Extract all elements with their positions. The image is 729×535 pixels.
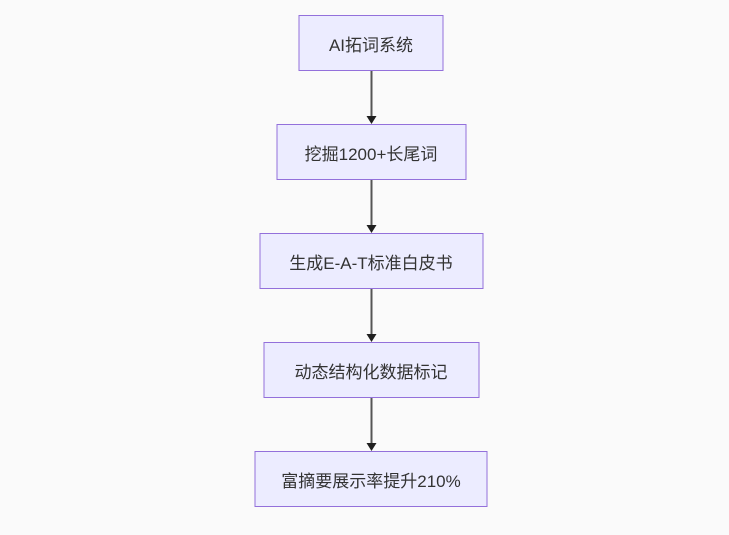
arrow-line [370, 398, 372, 446]
arrow-line [370, 180, 372, 228]
arrowhead-down-icon [366, 443, 376, 451]
flow-node-3: 生成E-A-T标准白皮书 [259, 233, 483, 289]
flow-arrow-3 [363, 289, 379, 342]
flow-arrow-1 [363, 71, 379, 124]
flow-arrow-4 [363, 398, 379, 451]
flow-arrow-2 [363, 180, 379, 233]
flow-node-4-label: 动态结构化数据标记 [294, 362, 448, 382]
arrowhead-down-icon [366, 225, 376, 233]
flow-node-5: 富摘要展示率提升210% [254, 451, 488, 507]
flowchart: AI拓词系统 挖掘1200+长尾词 生成E-A-T标准白皮书 动态结构化数据标记… [254, 15, 488, 507]
arrow-line [370, 71, 372, 119]
flow-node-2: 挖掘1200+长尾词 [276, 124, 466, 180]
flow-node-1: AI拓词系统 [298, 15, 444, 71]
flow-node-2-label: 挖掘1200+长尾词 [304, 144, 438, 164]
flow-node-4: 动态结构化数据标记 [263, 342, 479, 398]
flow-node-3-label: 生成E-A-T标准白皮书 [289, 253, 453, 273]
arrowhead-down-icon [366, 116, 376, 124]
flow-node-5-label: 富摘要展示率提升210% [281, 471, 461, 491]
flow-node-1-label: AI拓词系统 [328, 35, 414, 55]
arrow-line [370, 289, 372, 337]
arrowhead-down-icon [366, 334, 376, 342]
